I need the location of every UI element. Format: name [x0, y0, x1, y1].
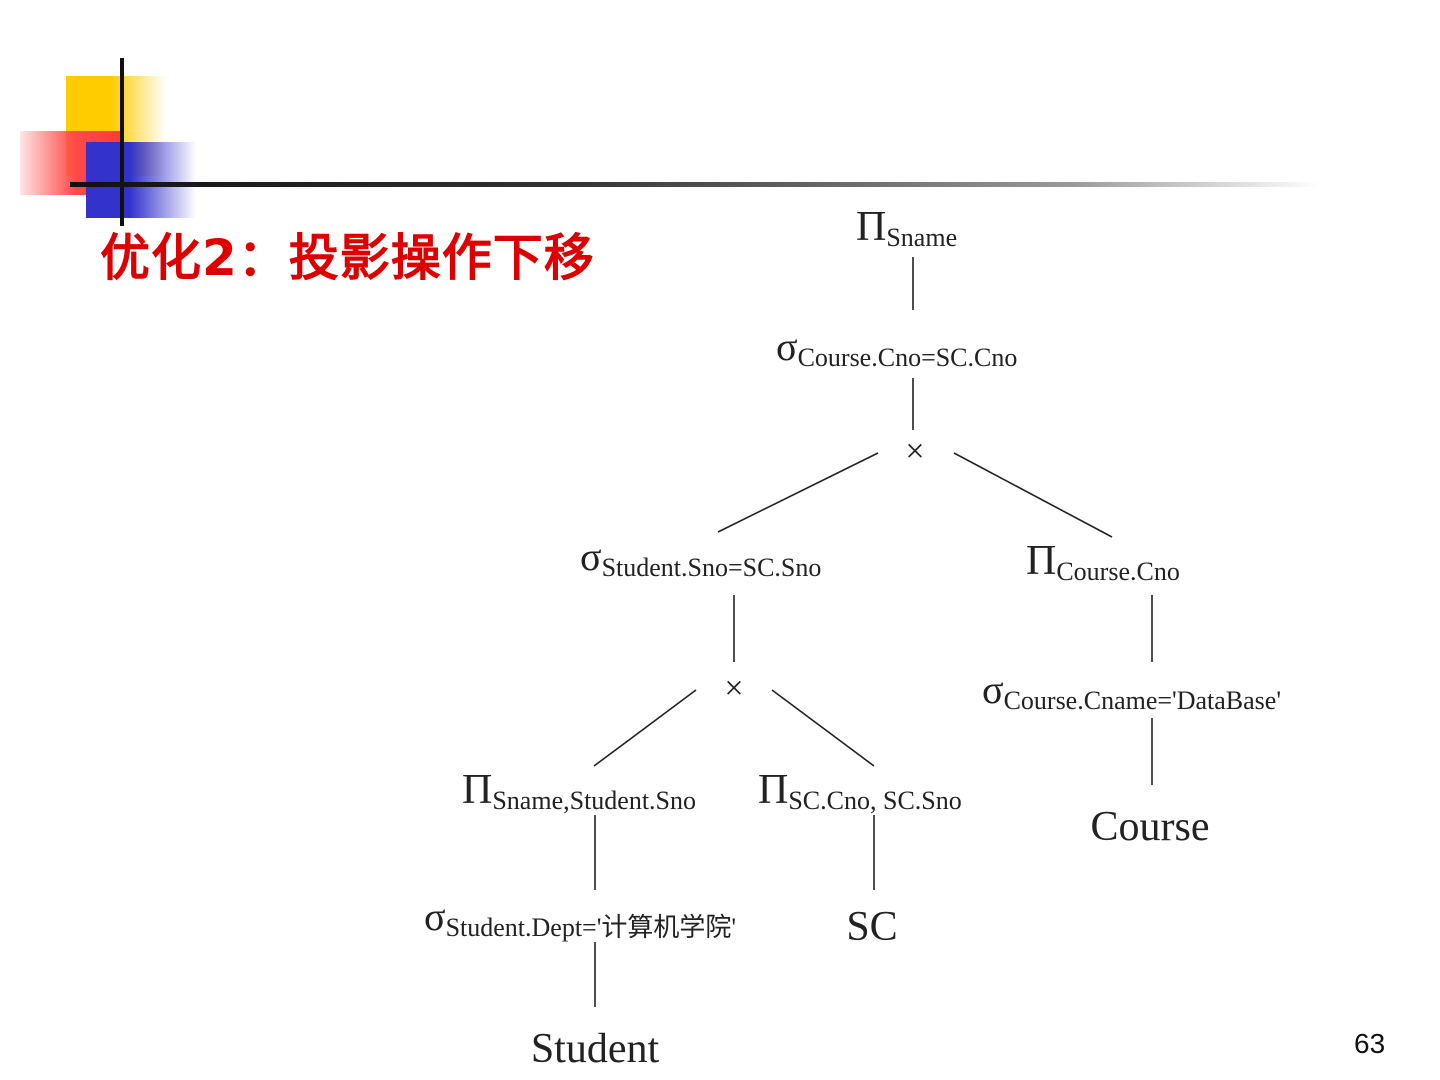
- page-number: 63: [1354, 1028, 1386, 1059]
- tree-edges: [593, 257, 1153, 1007]
- node-relation-student: Student: [531, 1026, 660, 1072]
- node-projection-course-cno: ΠCourse.Cno: [1026, 538, 1180, 586]
- edge-cross-bottom-right: [771, 689, 875, 767]
- slide-title: 优化2：投影操作下移: [100, 229, 595, 287]
- edge-cross-top-left: [717, 452, 879, 533]
- node-relation-sc: SC: [846, 904, 897, 950]
- node-root-projection: ΠSname: [856, 204, 957, 252]
- decor-blue-square: [86, 142, 196, 218]
- node-selection-student-sno: σStudent.Sno=SC.Sno: [580, 534, 821, 582]
- node-projection-sname-student-sno: ΠSname,Student.Sno: [462, 767, 696, 815]
- node-projection-sc: ΠSC.Cno, SC.Sno: [758, 767, 962, 815]
- node-selection-student-dept: σStudent.Dept='计算机学院': [424, 894, 736, 942]
- edge-cross-top-right: [953, 452, 1113, 538]
- decor-vertical-line: [120, 58, 124, 226]
- node-relation-course: Course: [1091, 804, 1210, 850]
- decor-horizontal-rule: [70, 182, 1320, 187]
- edge-cross-bottom-left: [593, 689, 697, 767]
- node-root-selection: σCourse.Cno=SC.Cno: [776, 324, 1017, 372]
- node-selection-course-cname: σCourse.Cname='DataBase': [982, 667, 1281, 715]
- node-cross-product-bottom: ×: [724, 670, 743, 707]
- node-cross-product-top: ×: [905, 433, 924, 470]
